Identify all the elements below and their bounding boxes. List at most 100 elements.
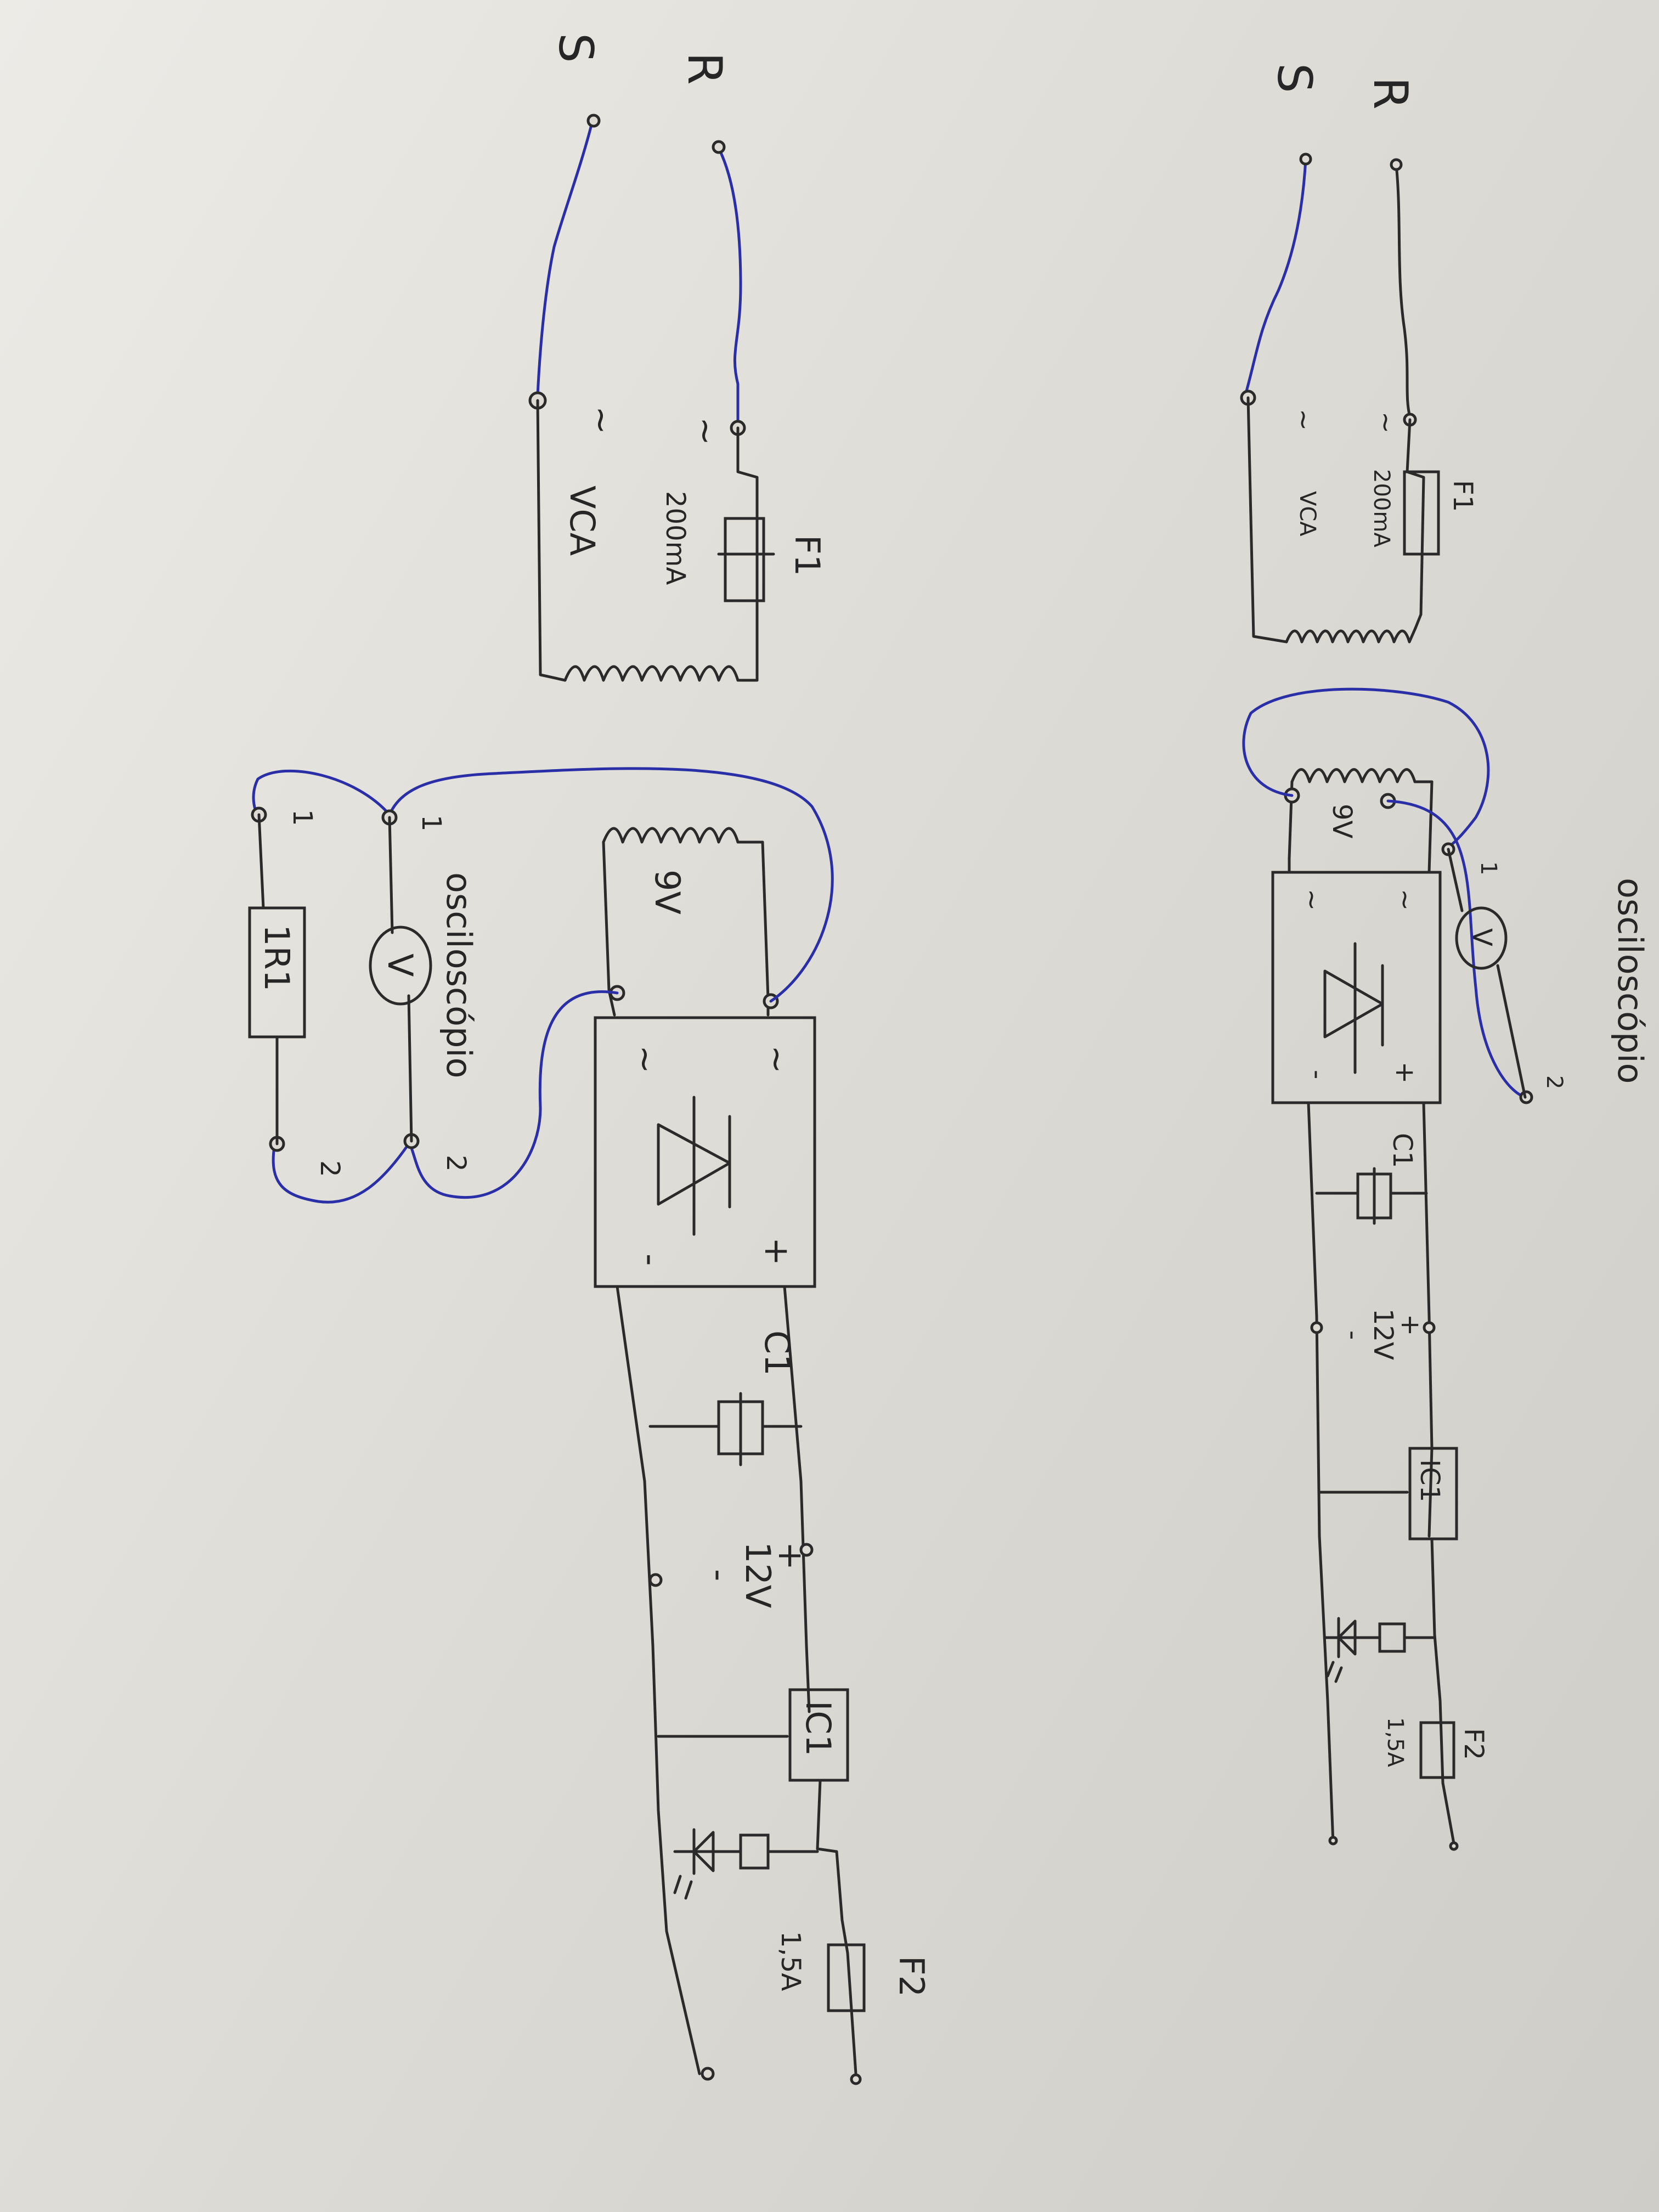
- right-scope-pin-1: 1: [1476, 861, 1501, 875]
- right-bridge-minus: -: [1302, 1070, 1333, 1079]
- left-led-resistor: [739, 1833, 770, 1870]
- left-bridge-box: [594, 1016, 816, 1288]
- right-lead-r: [1395, 163, 1412, 419]
- left-lead-s: [536, 119, 594, 397]
- left-circuit: R S F1 200mA ~ ~ VCA 9V ~ ~ + -: [248, 33, 932, 2085]
- right-scope-label: osciloscópio: [1610, 878, 1650, 1084]
- left-resistor-r1-label: 1R1: [257, 924, 297, 991]
- left-res-pin-2: 2: [314, 1160, 345, 1177]
- right-terminal-s[interactable]: [1299, 153, 1312, 166]
- right-fuse-f2-rating: 1,5A: [1383, 1717, 1408, 1768]
- left-led-symbol: [673, 1828, 715, 1900]
- left-probe-wire-1: [388, 767, 834, 1003]
- right-terminal-12v-plus[interactable]: [1423, 1321, 1436, 1334]
- right-out-minus: -: [1338, 1330, 1368, 1340]
- left-probe-wire-2: [407, 990, 619, 1199]
- left-bridge-tilde-2: ~: [625, 1045, 665, 1074]
- left-mains-r-label: R: [677, 52, 732, 85]
- right-fuse-f2: [1419, 1721, 1455, 1779]
- right-scope-pin-2: 2: [1542, 1075, 1567, 1089]
- left-resistor-wire: [257, 813, 279, 1146]
- right-scope-wire: [1447, 848, 1527, 1099]
- left-scope-pin-2: 2: [441, 1155, 471, 1172]
- right-out-voltage: 12V: [1368, 1308, 1398, 1360]
- left-scope-pin-1: 1: [416, 815, 447, 832]
- left-probe-wire-4: [272, 1142, 410, 1204]
- left-scope-label: osciloscópio: [439, 872, 479, 1079]
- right-out-plus: +: [1395, 1314, 1426, 1336]
- left-fuse-f2-name: F2: [891, 1956, 932, 1997]
- right-bridge-tilde-2: ~: [1296, 889, 1327, 911]
- left-probe-wire-3: [252, 769, 391, 816]
- left-terminal-r[interactable]: [712, 140, 726, 154]
- right-probe-wire-2: [1386, 799, 1527, 1099]
- right-secondary-coil: [1290, 768, 1434, 783]
- left-res-pin-1: 1: [287, 809, 318, 826]
- left-output-rail: [816, 1779, 857, 2075]
- right-terminal-r[interactable]: [1390, 158, 1403, 171]
- left-primary-coil: [563, 665, 759, 682]
- left-rail-negative: [616, 1285, 701, 2075]
- left-terminal-12v-minus[interactable]: [648, 1573, 663, 1587]
- right-mains-s-label: S: [1267, 63, 1322, 93]
- left-terminal-s[interactable]: [586, 114, 601, 128]
- right-bridge-plus: +: [1390, 1062, 1420, 1084]
- left-bridge-diode-symbol[interactable]: [657, 1096, 731, 1236]
- left-terminal-out-minus[interactable]: [701, 2067, 715, 2081]
- left-fuse-f2: [827, 1943, 866, 2012]
- left-primary-tilde-2: ~: [582, 406, 622, 435]
- left-rail-positive: [783, 1285, 811, 1713]
- right-output-rail: [1430, 1537, 1455, 1845]
- left-secondary-coil: [602, 827, 764, 844]
- right-circuit: R S F1 200mA ~ ~ VCA 9V ~ ~ + - C1: [1240, 63, 1650, 1851]
- left-fuse-f1-rating: 200mA: [660, 491, 691, 585]
- right-rail-positive: [1422, 1101, 1434, 1538]
- left-scope-meter[interactable]: [369, 926, 432, 1006]
- right-primary-voltage: VCA: [1295, 491, 1320, 537]
- left-fuse-f1: [724, 517, 765, 602]
- left-out-voltage: 12V: [738, 1542, 778, 1608]
- left-primary-tilde-1: ~: [686, 417, 726, 445]
- right-bridge-tilde-1: ~: [1390, 889, 1420, 911]
- left-primary-voltage: VCA: [562, 486, 602, 556]
- right-fuse-f1-name: F1: [1447, 480, 1478, 512]
- left-bridge-minus: -: [631, 1254, 671, 1266]
- right-rail-negative: [1307, 1101, 1335, 1845]
- left-terminal-12v-plus[interactable]: [799, 1543, 814, 1557]
- left-fuse-f1-name: F1: [787, 535, 827, 576]
- left-terminal-out-plus[interactable]: [850, 2073, 862, 2085]
- left-scope-meter-label: V: [380, 953, 420, 977]
- left-capacitor-c1-label: C1: [757, 1330, 797, 1376]
- right-terminal-12v-minus[interactable]: [1310, 1321, 1323, 1334]
- left-secondary-voltage: 9V: [647, 870, 687, 915]
- right-fuse-f1: [1403, 470, 1440, 556]
- right-mains-r-label: R: [1363, 77, 1418, 110]
- right-primary-coil: [1285, 627, 1417, 644]
- left-out-minus: -: [699, 1569, 740, 1581]
- right-terminal-out-minus[interactable]: [1328, 1836, 1338, 1846]
- right-secondary-voltage: 9V: [1327, 804, 1357, 839]
- right-regulator-ic1-label: IC1: [1414, 1459, 1445, 1502]
- right-fuse-f1-rating: 200mA: [1369, 469, 1394, 548]
- right-bridge-diode-symbol[interactable]: [1323, 942, 1384, 1074]
- left-secondary-frame: [602, 840, 770, 1017]
- left-lead-r: [717, 146, 742, 427]
- right-terminal-out-plus[interactable]: [1449, 1841, 1459, 1851]
- right-led-symbol: [1326, 1617, 1357, 1683]
- right-led-resistor: [1378, 1622, 1406, 1653]
- left-resistor-r1[interactable]: [248, 906, 306, 1039]
- left-out-plus: +: [771, 1542, 811, 1570]
- right-lead-s: [1244, 157, 1307, 397]
- left-primary-frame: [536, 399, 759, 682]
- right-secondary-frame: [1288, 780, 1434, 874]
- right-scope-meter[interactable]: [1455, 906, 1508, 970]
- right-capacitor-c1-label: C1: [1387, 1133, 1418, 1168]
- right-bridge-box: [1271, 871, 1442, 1104]
- left-fuse-f2-rating: 1,5A: [775, 1931, 806, 1991]
- left-bridge-plus: +: [757, 1237, 797, 1266]
- right-probe-wire-1: [1242, 687, 1490, 849]
- right-scope-meter-label: V: [1466, 928, 1497, 946]
- left-scope-wire: [388, 816, 413, 1143]
- right-primary-frame: [1246, 396, 1425, 644]
